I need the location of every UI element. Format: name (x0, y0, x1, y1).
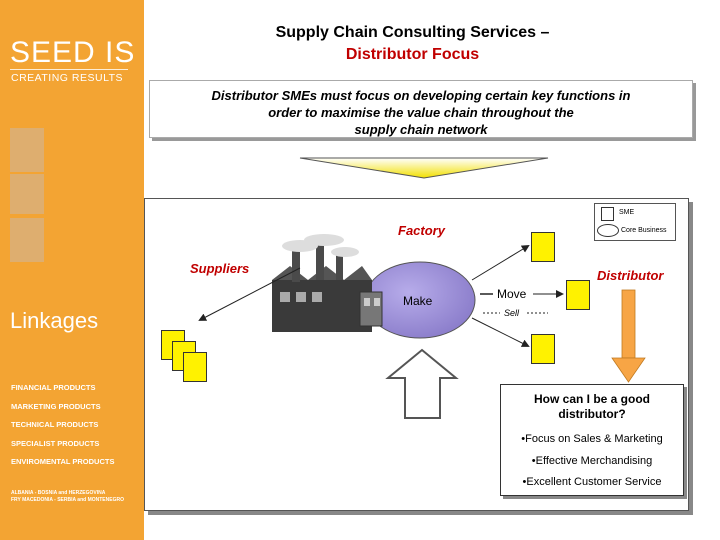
legend-core-swatch (597, 224, 619, 237)
sidebar-footer: ALBANIA - BOSNIA and HERZEGOVINA FRY MAC… (11, 490, 124, 504)
sme-box-supplier-3 (183, 352, 207, 382)
move-label: Move (497, 287, 527, 301)
logo-divider (10, 69, 128, 70)
sell-label: Sell (504, 308, 520, 318)
question-heading: How can I be a good distributor? (501, 392, 683, 422)
intro-line: order to maximise the value chain throug… (268, 105, 574, 120)
product-item: ENVIROMENTAL PRODUCTS (11, 457, 115, 466)
slide-subtitle: Distributor Focus (345, 46, 480, 63)
logo-text: SEED IS (10, 36, 136, 69)
legend: SME Core Business (594, 203, 676, 241)
intro-line: supply chain network (354, 122, 488, 137)
logo-tagline: CREATING RESULTS (11, 72, 124, 84)
factory-label: Factory (398, 223, 445, 238)
intro-box: Distributor SMEs must focus on developin… (149, 80, 693, 138)
factory-illustration (272, 234, 383, 332)
sme-box-distributor-bottom (531, 334, 555, 364)
product-item: FINANCIAL PRODUCTS (11, 383, 96, 392)
distributor-label: Distributor (597, 268, 664, 283)
sme-box-distributor-mid (566, 280, 590, 310)
product-item: TECHNICAL PRODUCTS (11, 420, 99, 429)
question-heading-line: distributor? (558, 407, 626, 421)
photo-strip-1 (10, 128, 44, 172)
linkages-heading: Linkages (10, 308, 99, 333)
question-heading-line: How can I be a good (533, 392, 650, 406)
legend-sme-label: SME (619, 209, 635, 216)
supplier-arrow (198, 267, 301, 321)
sidebar: SEED IS CREATING RESULTS Linkages FINANC… (0, 0, 144, 540)
photo-strip-2 (10, 174, 44, 214)
photo-strip-3 (10, 218, 44, 262)
suppliers-label: Suppliers (190, 261, 250, 276)
footer-line: FRY MACEDONIA - SERBIA and MONTENEGRO (11, 497, 124, 503)
product-list: FINANCIAL PRODUCTS MARKETING PRODUCTS TE… (11, 382, 114, 475)
product-item: SPECIALIST PRODUCTS (11, 438, 100, 448)
legend-core-label: Core Business (621, 227, 667, 234)
legend-sme-swatch (601, 207, 614, 221)
question-item: •Excellent Customer Service (522, 476, 662, 488)
product-item: MARKETING PRODUCTS (11, 401, 101, 411)
callout-arrow (385, 348, 459, 419)
intro-line: Distributor SMEs must focus on developin… (211, 88, 631, 103)
slide-title: Supply Chain Consulting Services – (275, 24, 550, 41)
question-item: •Focus on Sales & Marketing (521, 433, 663, 445)
make-label: Make (403, 294, 433, 308)
distributor-question-box: How can I be a good distributor? •Focus … (500, 384, 684, 496)
intro-pointer-arrow (299, 157, 549, 179)
sme-box-distributor-top (531, 232, 555, 262)
distributor-down-arrow (611, 289, 646, 383)
to-sme-bottom-arrow (471, 317, 530, 347)
footer-line: ALBANIA - BOSNIA and HERZEGOVINA (11, 490, 106, 496)
to-sme-top-arrow (471, 244, 530, 281)
question-item: •Effective Merchandising (531, 455, 653, 467)
